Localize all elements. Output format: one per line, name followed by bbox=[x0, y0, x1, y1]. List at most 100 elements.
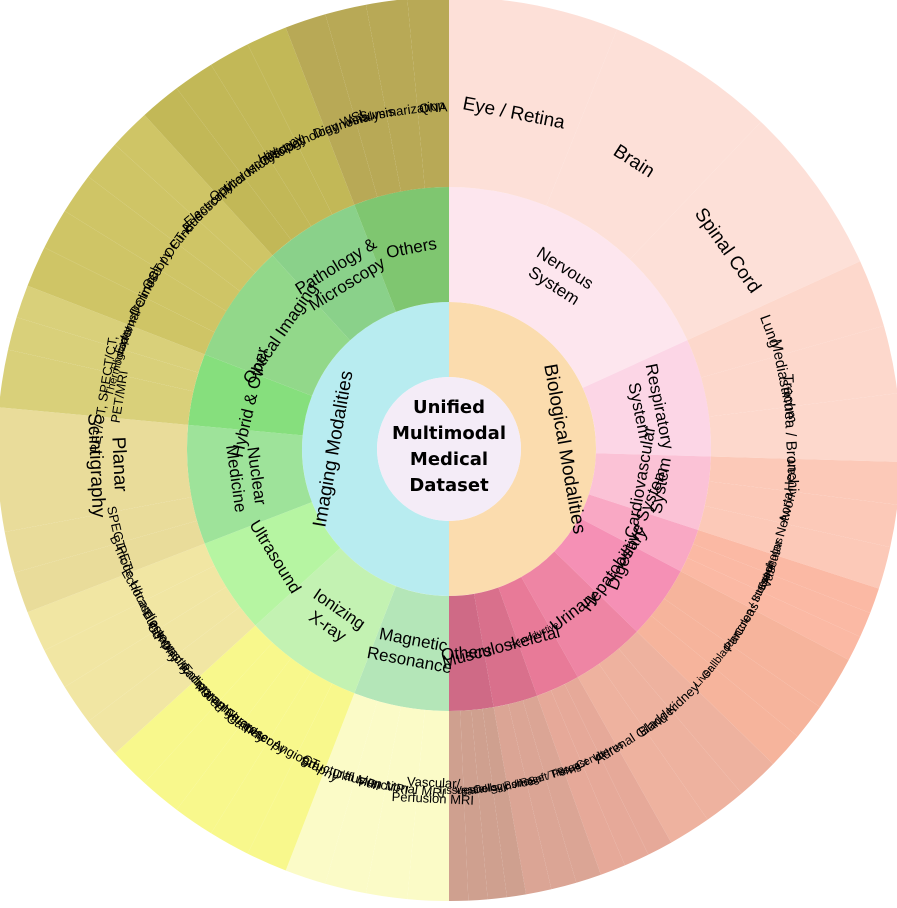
leaf-photoacoustic bbox=[16, 285, 205, 373]
ring-biological-modalities bbox=[449, 302, 596, 596]
center-circle bbox=[377, 377, 521, 521]
category-reproductive bbox=[498, 576, 578, 696]
center-title-line-4: Dataset bbox=[409, 475, 489, 496]
leaf-mediastinum bbox=[701, 325, 897, 417]
category-digestive-system bbox=[579, 494, 699, 572]
leaf-spinal-cord bbox=[629, 121, 861, 341]
leaf-diffusion-mri bbox=[325, 700, 401, 894]
leaf-vascular-perfusion-mri-label-group: Vascular/Perfusion MRI bbox=[391, 774, 474, 808]
category-ionizing-x-ray bbox=[255, 548, 396, 694]
leaf-optical-microscopy bbox=[176, 64, 312, 240]
leaf-vascular-perfusion-mri-label-line-2: Perfusion MRI bbox=[391, 789, 474, 808]
leaf-cervix bbox=[550, 684, 649, 866]
category-musculoskeletal bbox=[474, 587, 538, 708]
leaf-planar-scintigraphy-label-line-1: Planar bbox=[107, 436, 131, 493]
ring-imaging-modalities bbox=[302, 302, 449, 596]
leaf-oct-oct-a bbox=[64, 176, 240, 312]
category-optical-imaging bbox=[204, 255, 350, 396]
leaf-cytology bbox=[211, 44, 333, 227]
leaf-b-mode-ultrasound bbox=[27, 543, 215, 651]
leaf-external-clinical bbox=[27, 247, 215, 355]
leaf-trachea-bronchi bbox=[708, 393, 897, 462]
leaf-cells bbox=[471, 708, 507, 900]
leaf-adrenal-gland bbox=[577, 663, 708, 843]
category-hybrid-other bbox=[188, 354, 312, 436]
leaf-brain bbox=[546, 29, 761, 260]
leaf-kidney bbox=[618, 631, 774, 794]
leaf-pathology-slides bbox=[482, 707, 527, 898]
leaf-bladder bbox=[598, 648, 742, 820]
leaf-cells-label-line-1: Cells bbox=[473, 782, 499, 797]
leaf-trachea-bronchi-label-group: Trachea / Bronchi bbox=[779, 373, 802, 492]
leaf-qna bbox=[407, 0, 449, 189]
leaf-ct-label-group: CT bbox=[300, 751, 322, 772]
leaf-spect bbox=[4, 497, 198, 573]
leaf-mammography bbox=[144, 642, 292, 810]
leaf-bone-label-group: Bone bbox=[503, 776, 531, 793]
leaf-analysis bbox=[325, 4, 401, 198]
leaf-breast bbox=[537, 690, 625, 875]
category-others-label-group: Others bbox=[440, 641, 492, 664]
leaf-summarization bbox=[365, 0, 425, 192]
leaf-catheter-angiography bbox=[211, 671, 333, 854]
leaf-vascular-network bbox=[698, 505, 891, 589]
leaf-cells-label-group: Cells bbox=[473, 782, 499, 797]
leaf-tissues-label-line-1: Tissues bbox=[437, 784, 475, 797]
leaf-gallbladder bbox=[651, 598, 821, 737]
leaf-liver bbox=[636, 615, 798, 765]
center-title-line-1: Unified bbox=[413, 397, 485, 418]
leaf-radiography bbox=[114, 625, 273, 784]
category-urinary bbox=[521, 551, 637, 678]
leaf-tissues-label-group: Tissues bbox=[437, 784, 475, 797]
category-ultrasound bbox=[204, 502, 341, 626]
category-others-label-line-1: Others bbox=[440, 641, 492, 664]
leaf-heart-label-line-1: Heart bbox=[781, 458, 798, 491]
leaf-pet bbox=[14, 520, 205, 613]
leaf-aorta bbox=[704, 481, 897, 548]
leaf-echocardiography bbox=[44, 565, 227, 687]
leaf-contrast-enhanced bbox=[88, 606, 256, 754]
leaf-uterus bbox=[564, 677, 672, 855]
leaf-aorta-label-group: Aorta bbox=[776, 490, 796, 524]
leaf-dermoscopy bbox=[44, 211, 227, 333]
leaf-structural-mri bbox=[285, 693, 378, 884]
leaf-vessel-label-group: Vessel bbox=[454, 783, 487, 797]
category-nuclear-medicine bbox=[186, 424, 312, 544]
leaf-histopathology-wsi bbox=[247, 27, 355, 215]
leaf-planar-scintigraphy-label-line-2: Scintigraphy bbox=[83, 413, 109, 519]
category-nervous-system bbox=[449, 187, 688, 388]
leaf-vessel-label-line-1: Vessel bbox=[454, 783, 487, 797]
leaf-planar-scintigraphy bbox=[0, 407, 192, 533]
leaf-soft-tissue bbox=[522, 695, 601, 883]
category-pathology-microscopy bbox=[272, 204, 396, 341]
leaf-vascular-perfusion-mri bbox=[407, 709, 449, 901]
leaf-elastography bbox=[64, 586, 240, 722]
category-hepatobiliary bbox=[554, 517, 681, 632]
leaf-trachea-bronchi-label-line-1: Trachea / Bronchi bbox=[779, 373, 802, 492]
leaf-colon-intestine bbox=[680, 557, 861, 660]
category-others bbox=[449, 593, 494, 711]
leaf-eye-retina bbox=[449, 0, 617, 206]
leaf-lung bbox=[687, 261, 884, 378]
leaf-vessel bbox=[460, 710, 488, 901]
leaf-heart bbox=[708, 456, 897, 505]
category-others bbox=[354, 187, 449, 312]
leaf-ct bbox=[247, 683, 355, 871]
center-title-line-2: Multimodal bbox=[392, 423, 506, 444]
leaf-heart-label-group: Heart bbox=[781, 458, 798, 491]
leaf-aorta-label-line-1: Aorta bbox=[776, 490, 796, 524]
leaf-qna-label-line-1: QNA bbox=[419, 99, 448, 115]
leaf-pancreas bbox=[664, 571, 849, 708]
leaf-pet-ct-spect-ct-pet-mri bbox=[0, 349, 194, 425]
center-title-line-3: Medical bbox=[410, 449, 488, 470]
leaf-qna-label-group: QNA bbox=[419, 99, 448, 115]
leaf-stomach bbox=[687, 544, 871, 637]
leaf-esophagus bbox=[693, 529, 879, 613]
leaf-functional-mri bbox=[365, 706, 425, 900]
leaf-bone-label-line-1: Bone bbox=[503, 776, 531, 793]
leaf-fundus bbox=[88, 144, 256, 292]
leaf-electron-microscopy bbox=[144, 88, 292, 256]
